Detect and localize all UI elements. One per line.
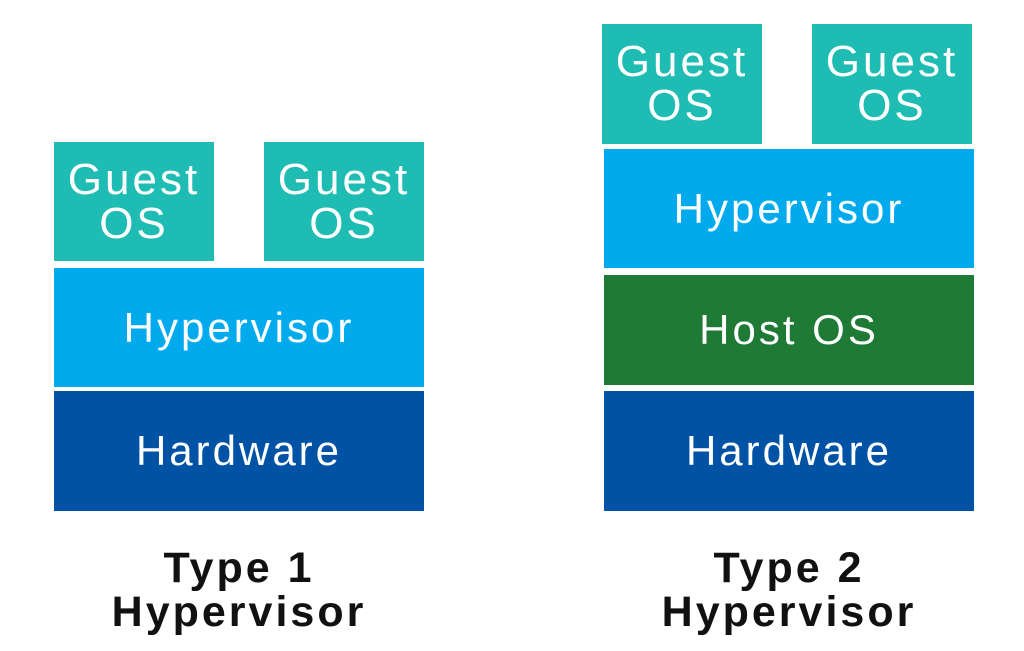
type2-guest-os-right: Guest OS <box>812 24 972 144</box>
type1-caption: Type 1 Hypervisor <box>111 544 367 636</box>
type2-hypervisor-layer: Hypervisor <box>604 149 974 268</box>
type1-guest-os-left: Guest OS <box>54 142 214 261</box>
type2-host-os-layer: Host OS <box>604 275 974 385</box>
type1-guest-os-right: Guest OS <box>264 142 424 261</box>
type2-caption: Type 2 Hypervisor <box>661 544 917 636</box>
type2-hardware-layer: Hardware <box>604 391 974 511</box>
type1-hardware-layer: Hardware <box>54 391 424 511</box>
type2-guest-os-left: Guest OS <box>602 24 762 144</box>
type1-hypervisor-layer: Hypervisor <box>54 268 424 387</box>
